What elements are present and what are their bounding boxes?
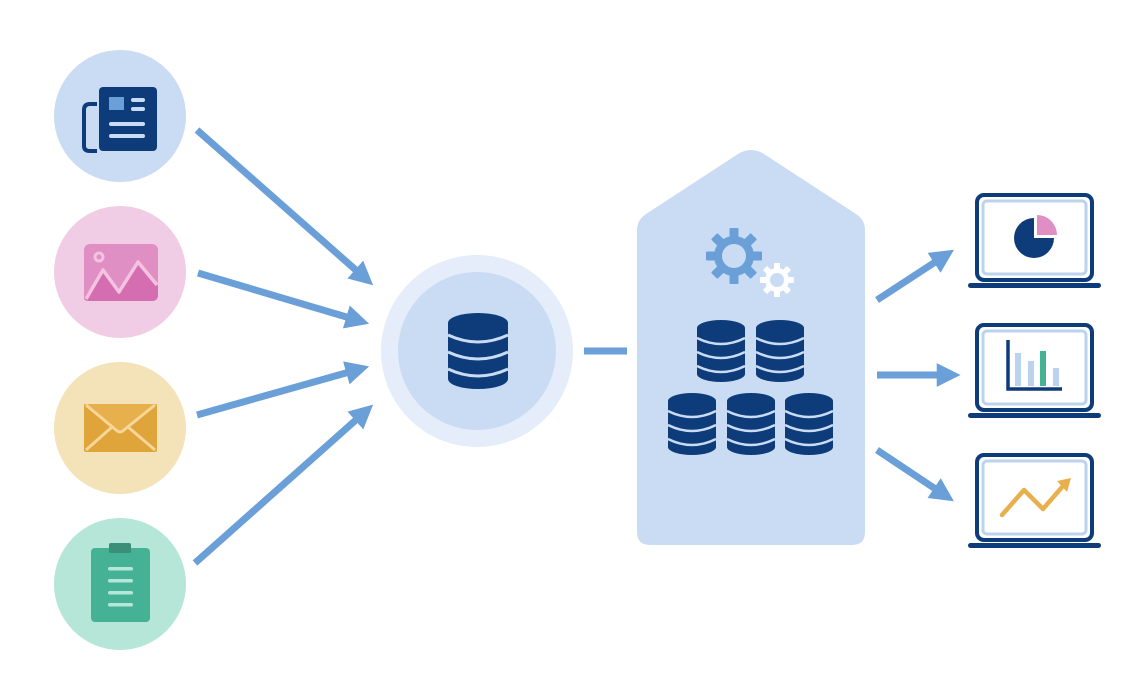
envelope-icon — [84, 403, 157, 452]
arrow-to-trend — [875, 447, 954, 502]
trend-line-icon — [999, 478, 1071, 518]
database-cylinder — [667, 393, 717, 455]
input-arrows — [192, 127, 374, 566]
source-news — [54, 50, 186, 182]
image-icon — [84, 244, 159, 301]
output-arrows — [875, 249, 961, 502]
source-document — [54, 518, 186, 650]
database-cylinder — [696, 320, 746, 382]
gears-icon — [706, 228, 794, 297]
pie-chart-icon — [1014, 215, 1057, 258]
database-cylinder — [784, 393, 834, 455]
warehouse — [637, 150, 865, 545]
database-cylinder — [755, 320, 805, 382]
arrow-mail-to-hub — [196, 361, 370, 419]
source-mail — [54, 362, 186, 494]
database-stack-icon — [667, 320, 834, 455]
clipboard-icon — [91, 543, 150, 622]
arrow-to-pie — [875, 249, 954, 303]
arrow-news-to-hub — [194, 127, 374, 286]
arrow-image-to-hub — [197, 269, 370, 329]
database-cylinder — [726, 393, 776, 455]
arrow-document-to-hub — [192, 404, 374, 566]
newspaper-icon — [82, 87, 157, 153]
bar-chart-icon — [1006, 340, 1062, 391]
output-bar-laptop — [968, 323, 1101, 418]
output-trend-laptop — [968, 453, 1101, 548]
hub-database — [381, 255, 573, 447]
database-icon — [447, 313, 509, 389]
output-pie-laptop — [968, 193, 1101, 288]
source-image — [54, 206, 186, 338]
